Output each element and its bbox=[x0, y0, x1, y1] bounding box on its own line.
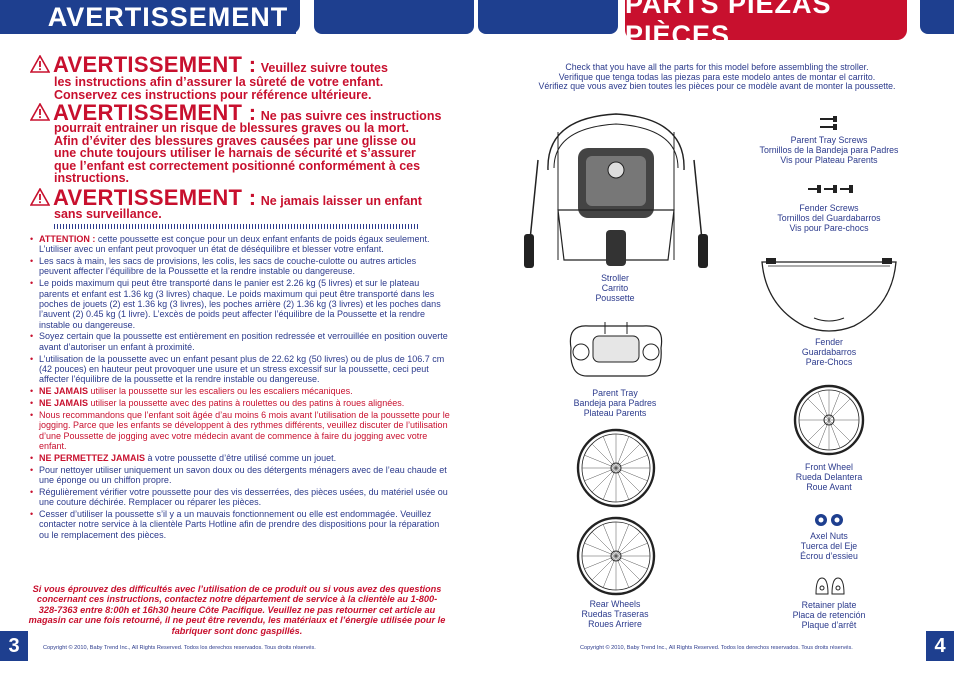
warning-3: AVERTISSEMENT : Ne jamais laisser un enf… bbox=[30, 185, 422, 211]
safety-bullet-list: ATTENTION : cette poussette est conçue p… bbox=[30, 234, 450, 541]
warning-3-inline: Ne jamais laisser un enfant bbox=[260, 194, 422, 208]
warning-3-body: sans surveillance. bbox=[54, 208, 162, 221]
separator bbox=[54, 224, 419, 229]
right-header-title: PARTS PIEZAS PIÈCES bbox=[625, 0, 907, 50]
list-item: ATTENTION : cette poussette est conçue p… bbox=[30, 234, 450, 255]
warning-3-title: AVERTISSEMENT : bbox=[53, 185, 257, 210]
warning-triangle-icon bbox=[30, 188, 53, 209]
warning-1: AVERTISSEMENT : Veuillez suivre toutes bbox=[30, 52, 388, 78]
parts-intro: Check that you have all the parts for th… bbox=[500, 62, 934, 92]
parent-tray-drawing bbox=[569, 322, 663, 377]
text-line: les instructions afin d’assurer la sûret… bbox=[54, 75, 384, 89]
text-line: instructions. bbox=[54, 171, 130, 185]
list-item: Cesser d’utiliser la poussette s’il y a … bbox=[30, 509, 450, 540]
retainer-plate-drawing bbox=[815, 577, 845, 595]
warning-1-inline: Veuillez suivre toutes bbox=[260, 61, 388, 75]
list-item: NE PERMETTEZ JAMAIS à votre poussette d’… bbox=[30, 453, 450, 464]
parent-tray-screws-drawing bbox=[820, 116, 837, 130]
header-block-2 bbox=[478, 0, 618, 34]
list-item: Pour nettoyer utiliser uniquement un sav… bbox=[30, 465, 450, 486]
text-line: Afin d’éviter des blessures graves causé… bbox=[54, 133, 416, 148]
header-block-1 bbox=[314, 0, 474, 34]
text-line: que l’enfant est correctement positionné… bbox=[54, 158, 421, 173]
axel-nuts-drawing bbox=[815, 514, 843, 526]
list-item: NE JAMAIS utiliser la poussette avec des… bbox=[30, 398, 450, 409]
rear-wheels-drawing bbox=[576, 428, 656, 596]
warning-1-title: AVERTISSEMENT : bbox=[53, 52, 257, 77]
list-item: L’utilisation de la poussette avec un en… bbox=[30, 354, 450, 385]
header-block-3 bbox=[920, 0, 954, 34]
list-item: Les sacs à main, les sacs de provisions,… bbox=[30, 256, 450, 277]
fender-drawing bbox=[761, 258, 897, 332]
stroller-drawing bbox=[524, 113, 708, 268]
list-item: Régulièrement vérifier votre poussette p… bbox=[30, 487, 450, 508]
text-line: Conservez ces instructions pour référenc… bbox=[54, 87, 372, 102]
text-line: Check that you have all the parts for th… bbox=[565, 62, 869, 72]
text-line: Vérifiez que vous avez bien toutes les p… bbox=[538, 81, 896, 92]
copyright-right: Copyright © 2010, Baby Trend Inc., All R… bbox=[580, 645, 853, 651]
text-line: Verifique que tenga todas las piezas par… bbox=[558, 71, 876, 82]
text-line: sans surveillance. bbox=[54, 207, 162, 221]
text-line: pourrait entrainer un risque de blessure… bbox=[54, 121, 409, 135]
front-wheel-drawing bbox=[793, 384, 865, 456]
warning-2-inline: Ne pas suivre ces instructions bbox=[260, 109, 442, 123]
left-header-title: AVERTISSEMENT bbox=[40, 0, 296, 34]
warning-triangle-icon bbox=[30, 103, 53, 124]
warning-2-title: AVERTISSEMENT : bbox=[53, 100, 257, 125]
warning-1-body: les instructions afin d’assurer la sûret… bbox=[54, 76, 383, 101]
list-item: NE JAMAIS utiliser la poussette sur les … bbox=[30, 386, 450, 397]
copyright-left: Copyright © 2010, Baby Trend Inc., All R… bbox=[43, 645, 316, 651]
warning-2-body: pourrait entrainer un risque de blessure… bbox=[54, 122, 420, 185]
page-number-right: 4 bbox=[926, 631, 954, 661]
customer-service-note: Si vous éprouvez des difficultés avec l’… bbox=[28, 584, 446, 636]
list-item: Nous recommandons que l’enfant soit âgée… bbox=[30, 410, 450, 451]
fender-screws-drawing bbox=[808, 185, 853, 193]
warning-2: AVERTISSEMENT : Ne pas suivre ces instru… bbox=[30, 100, 441, 126]
list-item: Soyez certain que la poussette est entiè… bbox=[30, 331, 450, 352]
text-line: une chute toujours utiliser le harnais d… bbox=[54, 146, 416, 160]
page-number-left: 3 bbox=[0, 631, 28, 661]
list-item: Le poids maximum qui peut être transport… bbox=[30, 278, 450, 329]
warning-triangle-icon bbox=[30, 55, 53, 76]
